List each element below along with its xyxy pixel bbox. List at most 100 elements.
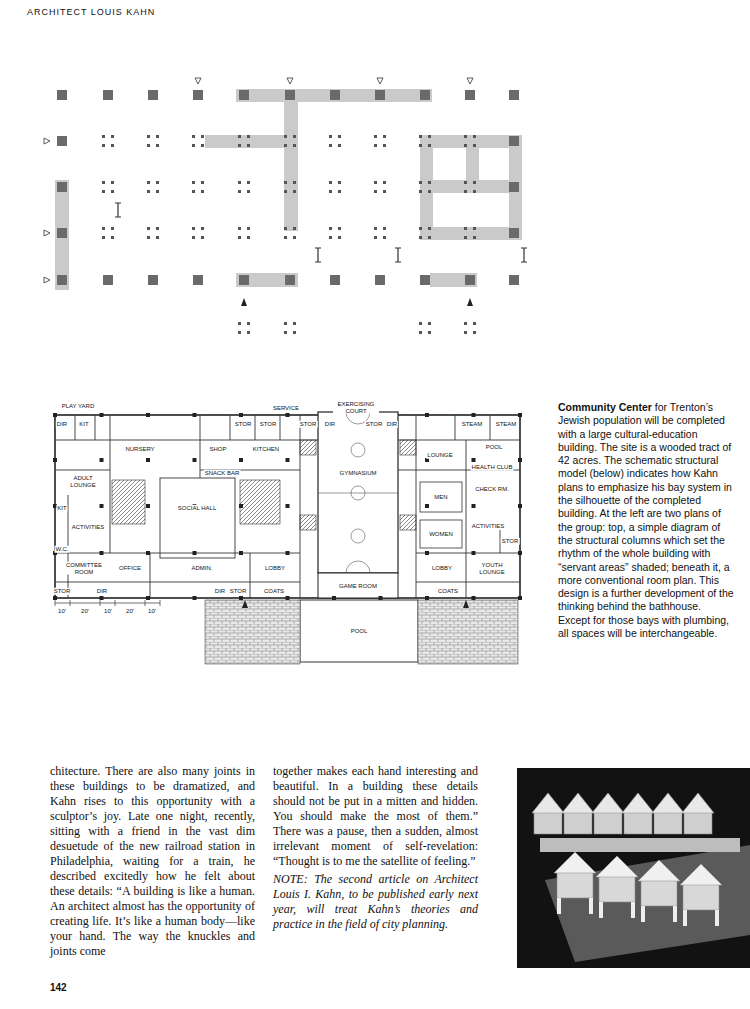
room-label: CHECK RM. — [474, 486, 510, 493]
column-dot — [329, 236, 332, 239]
column-dot — [473, 190, 476, 193]
column-dot — [428, 135, 431, 138]
column-dot — [147, 144, 150, 147]
room-label: KIT — [78, 421, 89, 428]
servant-area — [205, 135, 298, 148]
room-label: POOL — [350, 628, 369, 635]
column — [57, 136, 67, 146]
model-block — [557, 872, 593, 898]
column — [420, 275, 430, 285]
column-dot — [147, 190, 150, 193]
column — [518, 596, 522, 600]
partition-wall — [416, 582, 520, 583]
entry-arrow — [463, 600, 469, 608]
partition-wall — [255, 415, 256, 440]
room-label: ADMIN. — [191, 565, 214, 572]
column — [465, 90, 475, 100]
servant-area — [466, 135, 479, 187]
room-label: SOCIAL HALL — [177, 505, 217, 512]
column — [509, 275, 519, 285]
entry-arrow — [377, 78, 383, 84]
model-block — [684, 812, 712, 834]
partition-wall — [55, 440, 318, 441]
room-label: WOMEN — [428, 531, 454, 538]
room-label: DIR — [56, 421, 68, 428]
column — [100, 551, 104, 555]
model-roof — [592, 793, 624, 813]
locker-room — [420, 482, 462, 512]
partition-wall — [466, 440, 467, 553]
column — [53, 413, 57, 417]
outer-wall — [55, 415, 520, 598]
column-dot — [247, 236, 250, 239]
column — [193, 596, 197, 600]
servant-area — [236, 89, 432, 102]
structural-marker — [115, 203, 121, 217]
paving — [205, 600, 300, 664]
column — [375, 275, 385, 285]
column — [465, 275, 475, 285]
hatched-core — [112, 480, 145, 524]
column-dot — [293, 144, 296, 147]
column — [472, 413, 476, 417]
column-dot — [293, 181, 296, 184]
column — [518, 504, 522, 508]
column — [425, 596, 429, 600]
room-label: STOR — [229, 588, 248, 595]
column — [509, 182, 519, 192]
column-dot — [247, 135, 250, 138]
column-dot — [247, 322, 250, 325]
column-dot — [428, 322, 431, 325]
room-label: 10' — [57, 608, 67, 615]
column-dot — [338, 135, 341, 138]
column — [286, 458, 290, 462]
column-dot — [428, 236, 431, 239]
model-column — [683, 910, 687, 926]
column-dot — [464, 331, 467, 334]
column — [100, 504, 104, 508]
model-block — [624, 812, 652, 834]
column-dot — [147, 181, 150, 184]
column-dot — [192, 135, 195, 138]
column-dot — [238, 236, 241, 239]
column-dot — [464, 144, 467, 147]
room-label: STEAM — [495, 421, 518, 428]
servant-area — [236, 273, 298, 287]
room-label: NURSERY — [124, 446, 155, 453]
column-dot — [338, 181, 341, 184]
room-label: ACTIVITIES — [71, 524, 106, 531]
column-dot — [156, 144, 159, 147]
partition-wall — [416, 415, 417, 598]
column-dot — [192, 236, 195, 239]
model-block — [599, 876, 635, 902]
column — [330, 275, 340, 285]
column-dot — [192, 190, 195, 193]
column-dot — [329, 144, 332, 147]
column — [286, 504, 290, 508]
room-label: SHOP — [208, 446, 227, 453]
column-dot — [428, 227, 431, 230]
column — [472, 458, 476, 462]
social-hall-wall — [160, 478, 235, 558]
column-dot — [284, 190, 287, 193]
column — [509, 90, 519, 100]
column-dot — [284, 322, 287, 325]
column — [57, 275, 67, 285]
model-roof — [680, 864, 722, 885]
column-dot — [428, 331, 431, 334]
model-block — [641, 880, 677, 906]
column — [146, 458, 150, 462]
room-label: HEALTH CLUB — [471, 464, 514, 471]
column-dot — [419, 236, 422, 239]
column-dot — [338, 236, 341, 239]
column — [425, 504, 429, 508]
gymnasium-court — [318, 412, 398, 573]
room-label: STOR — [365, 421, 384, 428]
column — [193, 90, 203, 100]
model-column — [557, 898, 561, 914]
partition-wall — [455, 415, 456, 440]
column — [146, 413, 150, 417]
entry-arrow — [467, 298, 473, 306]
column — [100, 596, 104, 600]
room-label: OFFICE — [118, 565, 142, 572]
